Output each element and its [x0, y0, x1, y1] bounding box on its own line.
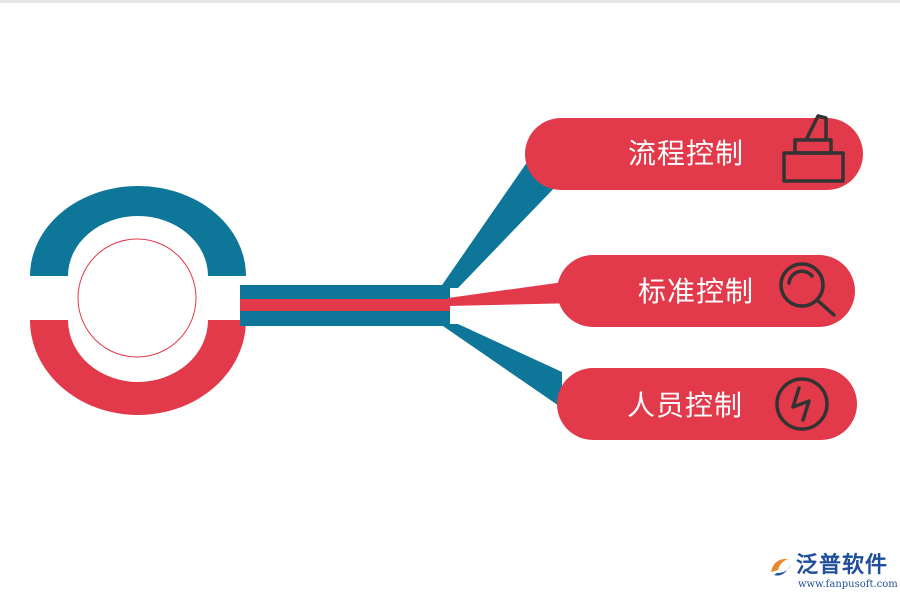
node-label-1: 流程控制 [628, 137, 745, 170]
brand-logo: 泛普软件 www.fanpusoft.com [768, 552, 898, 596]
connector-bar-top [240, 285, 450, 299]
branch-to-node-1 [440, 155, 560, 288]
node-label-2: 标准控制 [638, 275, 755, 308]
hub-center-circle [77, 238, 197, 358]
node-pill-1 [525, 118, 863, 190]
node-pill-2 [557, 255, 855, 327]
lightning-circle-icon [775, 377, 829, 431]
hub-lower-arc [30, 320, 246, 415]
fanpu-logo-icon [771, 558, 791, 576]
node-pill-3 [557, 368, 857, 440]
magnifier-icon [779, 262, 836, 317]
brand-url: www.fanpusoft.com [798, 579, 898, 590]
top-divider [0, 0, 900, 3]
connector-bar-middle [240, 299, 450, 311]
layered-cake-icon [782, 114, 845, 183]
branch-to-node-2 [448, 280, 578, 306]
node-label-3: 人员控制 [627, 389, 744, 422]
branch-to-node-3 [440, 324, 562, 408]
hub-upper-arc [30, 186, 246, 276]
brand-name: 泛普软件 [796, 553, 889, 578]
connector-bar-bottom [240, 311, 450, 326]
